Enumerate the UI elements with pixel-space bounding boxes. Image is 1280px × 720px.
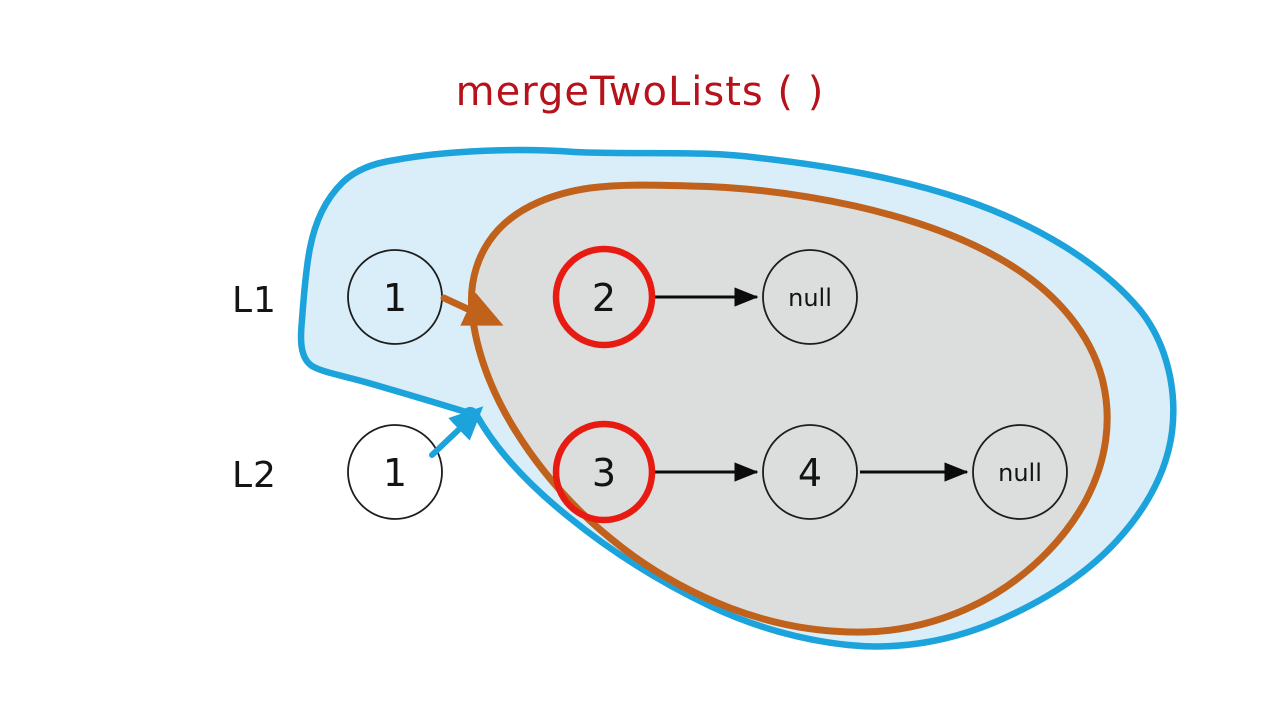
node-l2-0-label: 1	[383, 451, 407, 495]
node-l2-1-circle[interactable]	[552, 420, 656, 524]
page-title: mergeTwoLists ( )	[456, 69, 825, 115]
node-l2-3-circle[interactable]	[972, 424, 1068, 520]
node-l2-2-circle[interactable]	[762, 424, 858, 520]
node-l2-1-label: 3	[592, 451, 616, 495]
list-row-l1: 1 2 null	[347, 245, 858, 349]
node-l2-2-label: 4	[798, 451, 822, 495]
node-l1-1-label: 2	[592, 276, 616, 320]
node-l1-2-label: null	[788, 284, 832, 312]
node-l1-0-label: 1	[383, 276, 407, 320]
node-l2-0-circle[interactable]	[347, 424, 443, 520]
node-l1-2-circle[interactable]	[762, 249, 858, 345]
l1-pointer-brown-arrow	[440, 292, 504, 326]
node-l2-3-label: null	[998, 459, 1042, 487]
node-l1-1-circle[interactable]	[552, 245, 656, 349]
l2-pointer-blue-arrow	[429, 406, 484, 458]
list-label-l1: L1	[232, 280, 277, 321]
list-label-l2: L2	[232, 455, 277, 496]
brown-region-shape	[467, 181, 1111, 636]
list-row-l2: 1 3 4 null	[347, 406, 1068, 524]
node-l2-0-bg	[348, 425, 442, 519]
